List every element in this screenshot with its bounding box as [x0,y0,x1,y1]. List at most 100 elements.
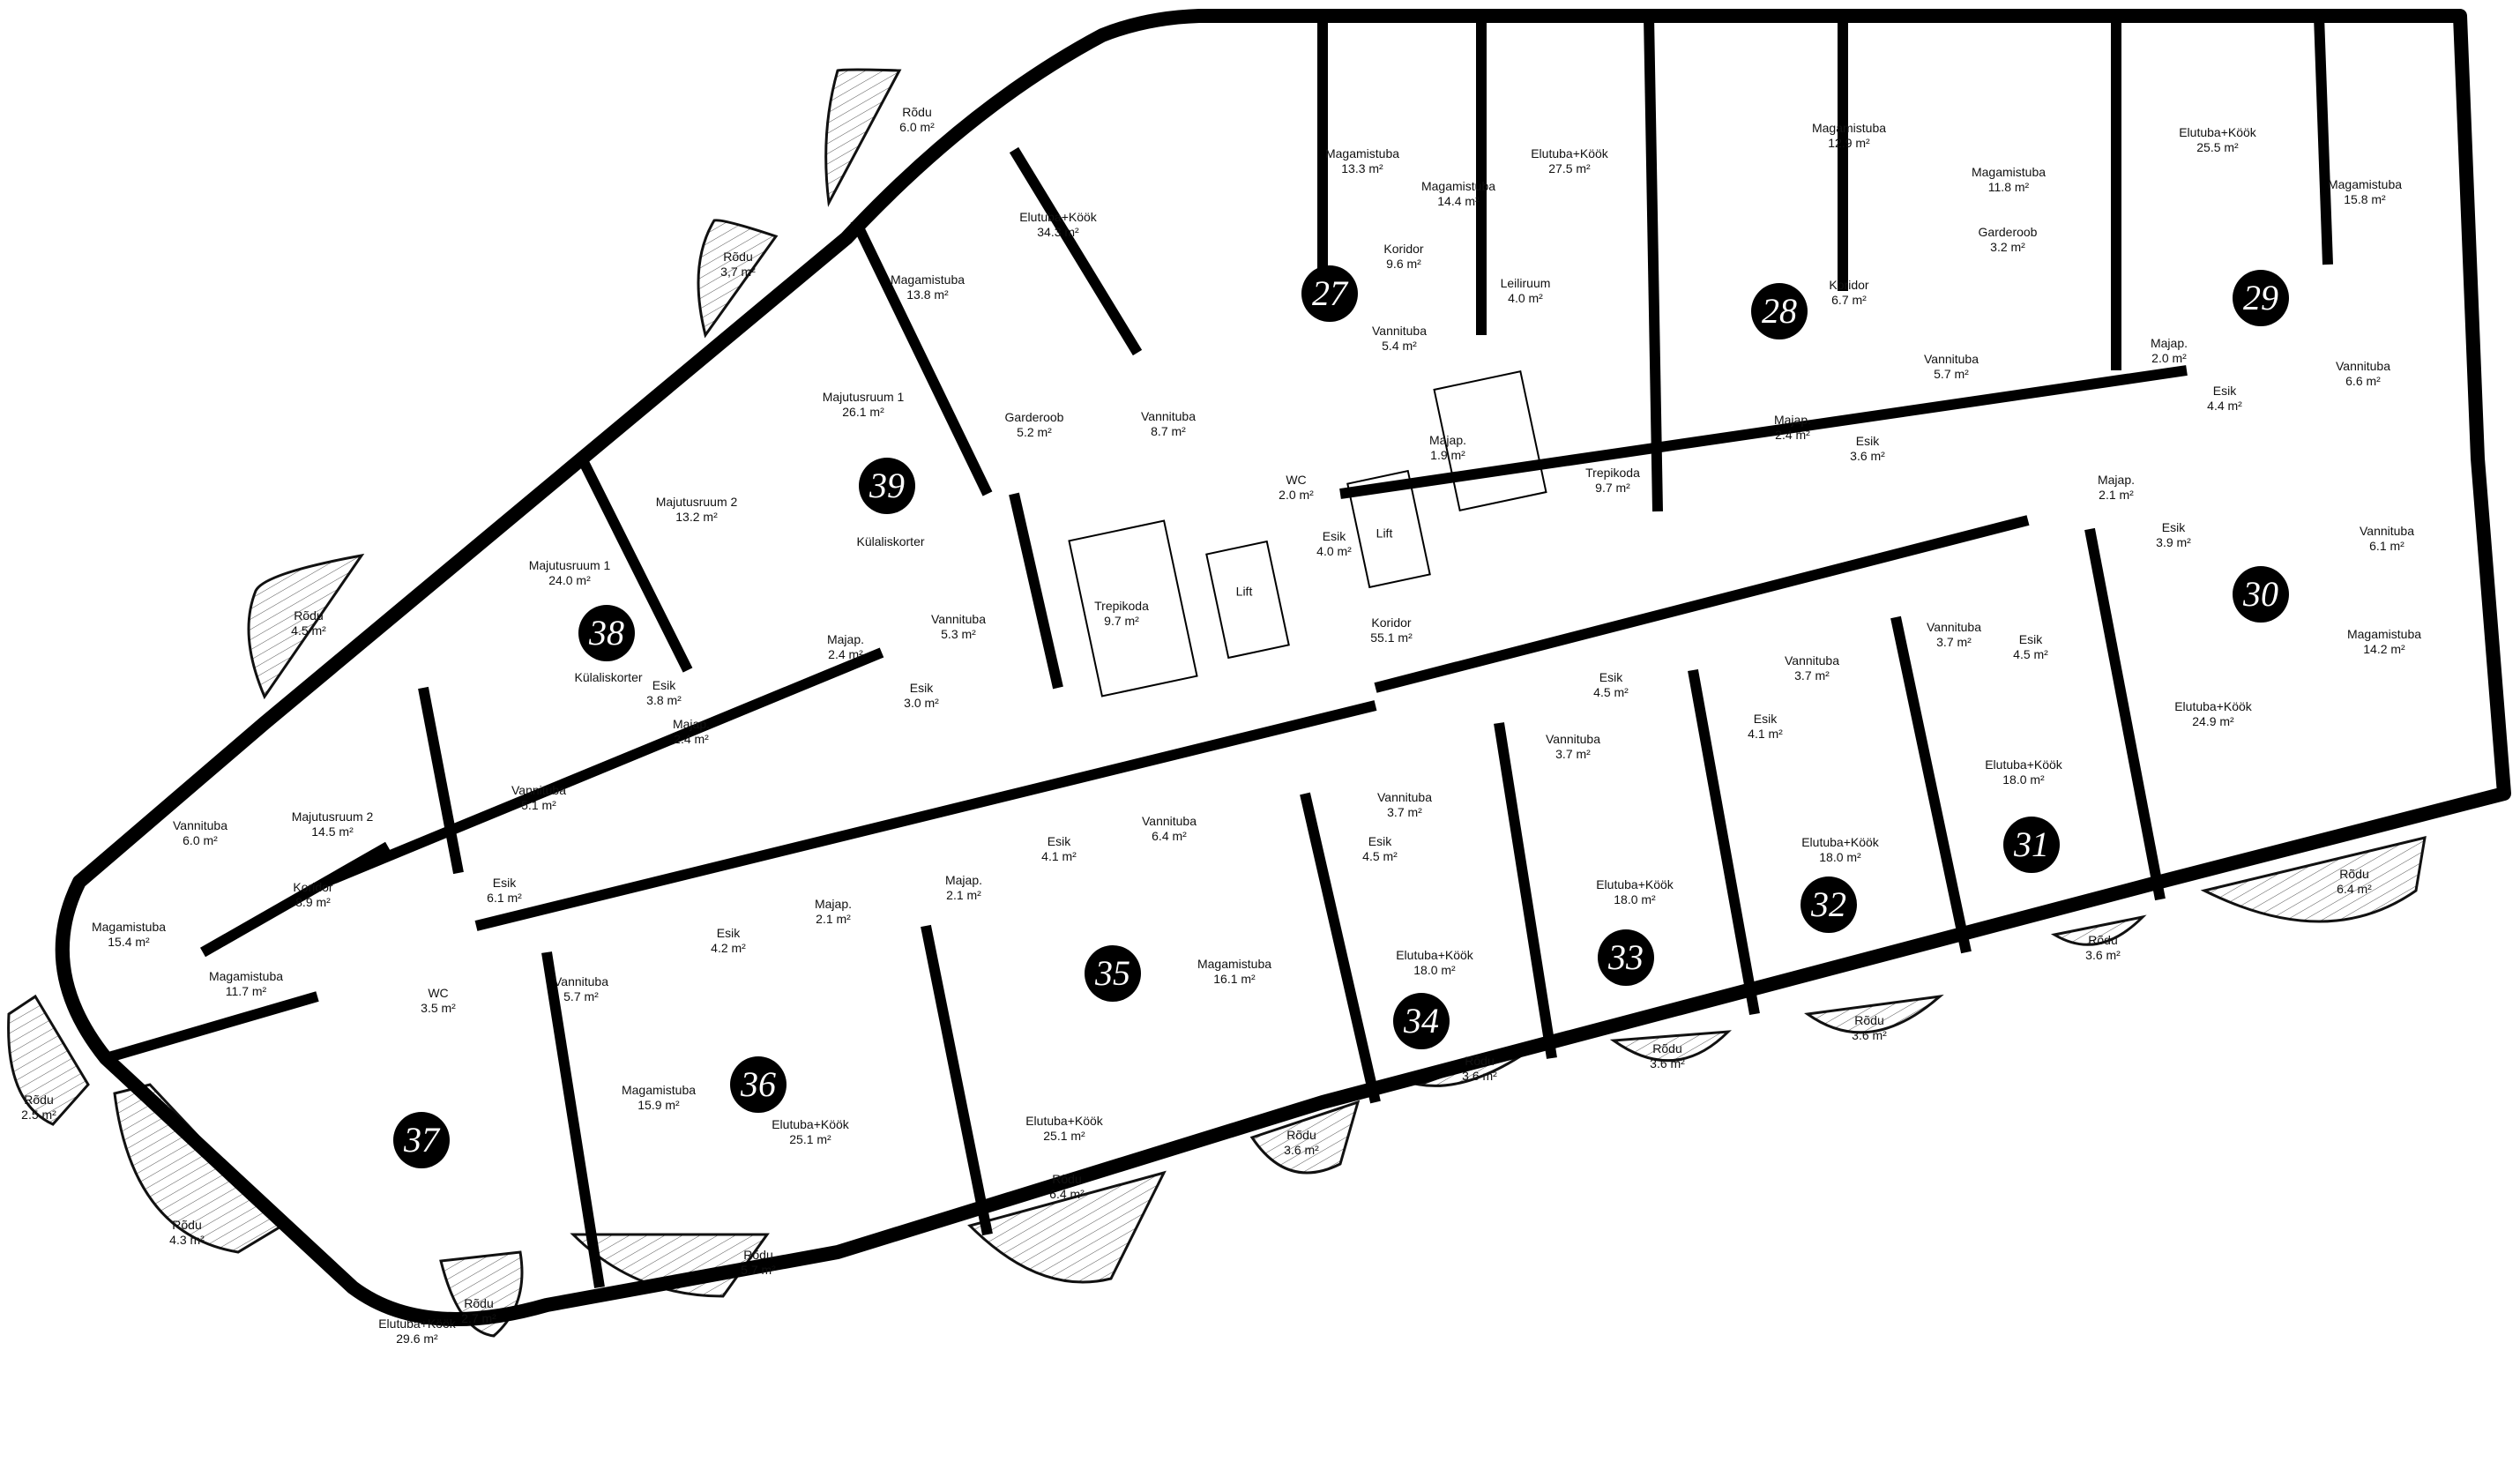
room-name: Esik [1047,834,1071,848]
room-name: Magamistuba [1971,165,2047,179]
room-name: Rõdu [743,1248,773,1262]
room-area: 9.7 m² [1595,481,1630,495]
room-name: Majap. [2097,473,2136,487]
room-name: Magamistuba [621,1083,697,1097]
room-name: Vannituba [553,974,609,988]
room-name: Esik [1368,834,1392,848]
unit-number-badge: 31 [2003,817,2060,873]
room-area: 5.4 m² [1382,339,1417,353]
room-area: 9.6 m² [1386,257,1421,271]
room-area: 34.3 m² [1037,225,1079,239]
room-name: Vannituba [1376,790,1433,804]
room-area: 18.0 m² [1819,850,1861,864]
room-name: Magamistuba [1420,179,1496,193]
room-label: Majap.2.4 m² [827,632,864,662]
room-name: Magamistuba [1197,957,1272,971]
room-name: Esik [2161,520,2186,534]
room-area: 4.0 m² [1508,291,1543,305]
room-area: 4.5 m² [291,623,326,638]
room-area: 15.4 m² [108,935,150,949]
room-name: Esik [1753,712,1778,726]
room-name: Majap. [2150,336,2188,350]
room-area: 4.5 m² [1593,685,1629,699]
room-area: 6.7 m² [1831,293,1867,307]
room-name: Rõdu [464,1296,494,1310]
room-name: Koridor [1383,242,1424,256]
room-area: 3.9 m² [2156,535,2191,549]
room-area: 3.6 m² [1650,1056,1685,1070]
room-name: Majap. [944,873,983,887]
room-area: 24.9 m² [2192,714,2234,728]
room-area: 4.0 m² [1316,544,1352,558]
room-label: Lift [1376,526,1393,541]
room-name: Trepikoda [1585,466,1640,480]
room-name: Majutusruum 1 [528,558,611,572]
room-name: Elutuba+Köök [1596,877,1674,891]
unit-number-badge: 28 [1751,283,1808,339]
room-area: 5.1 m² [521,798,556,812]
room-area: 5.7 m² [741,1263,776,1277]
room-area: 29.6 m² [396,1331,438,1346]
room-area: 3.2 m² [1990,240,2025,254]
room-area: 2.0 m² [1279,488,1314,502]
room-area: 2.4 m² [674,732,709,746]
room-name: Rõdu [294,608,324,623]
room-name: Esik [492,876,517,890]
room-area: 6.4 m² [2337,882,2372,896]
room-area: 1.9 m² [1430,448,1465,462]
room-name: Majap. [826,632,865,646]
room-area: 8.9 m² [295,895,331,909]
room-label: Lift [1236,585,1253,600]
room-area: 4.1 m² [1748,727,1783,741]
room-name: Rõdu [2339,867,2369,881]
room-label: Majap.1.9 m² [1429,433,1466,463]
unit-number-badge: 38 [578,605,635,661]
room-name: Magamistuba [91,920,167,934]
room-name: Esik [1322,529,1346,543]
room-name: Vannituba [1140,409,1197,423]
room-area: 5.2 m² [1017,425,1052,439]
room-name: Elutuba+Köök [2179,125,2256,139]
room-label: Majap.2.1 m² [945,873,982,903]
room-name: Rõdu [24,1093,54,1107]
room-name: Vannituba [1545,732,1601,746]
room-area: 3.6 m² [1462,1069,1497,1083]
room-area: 2.0 m² [2151,351,2187,365]
exterior-walls [55,9,2511,1326]
room-name: WC [1286,473,1307,487]
